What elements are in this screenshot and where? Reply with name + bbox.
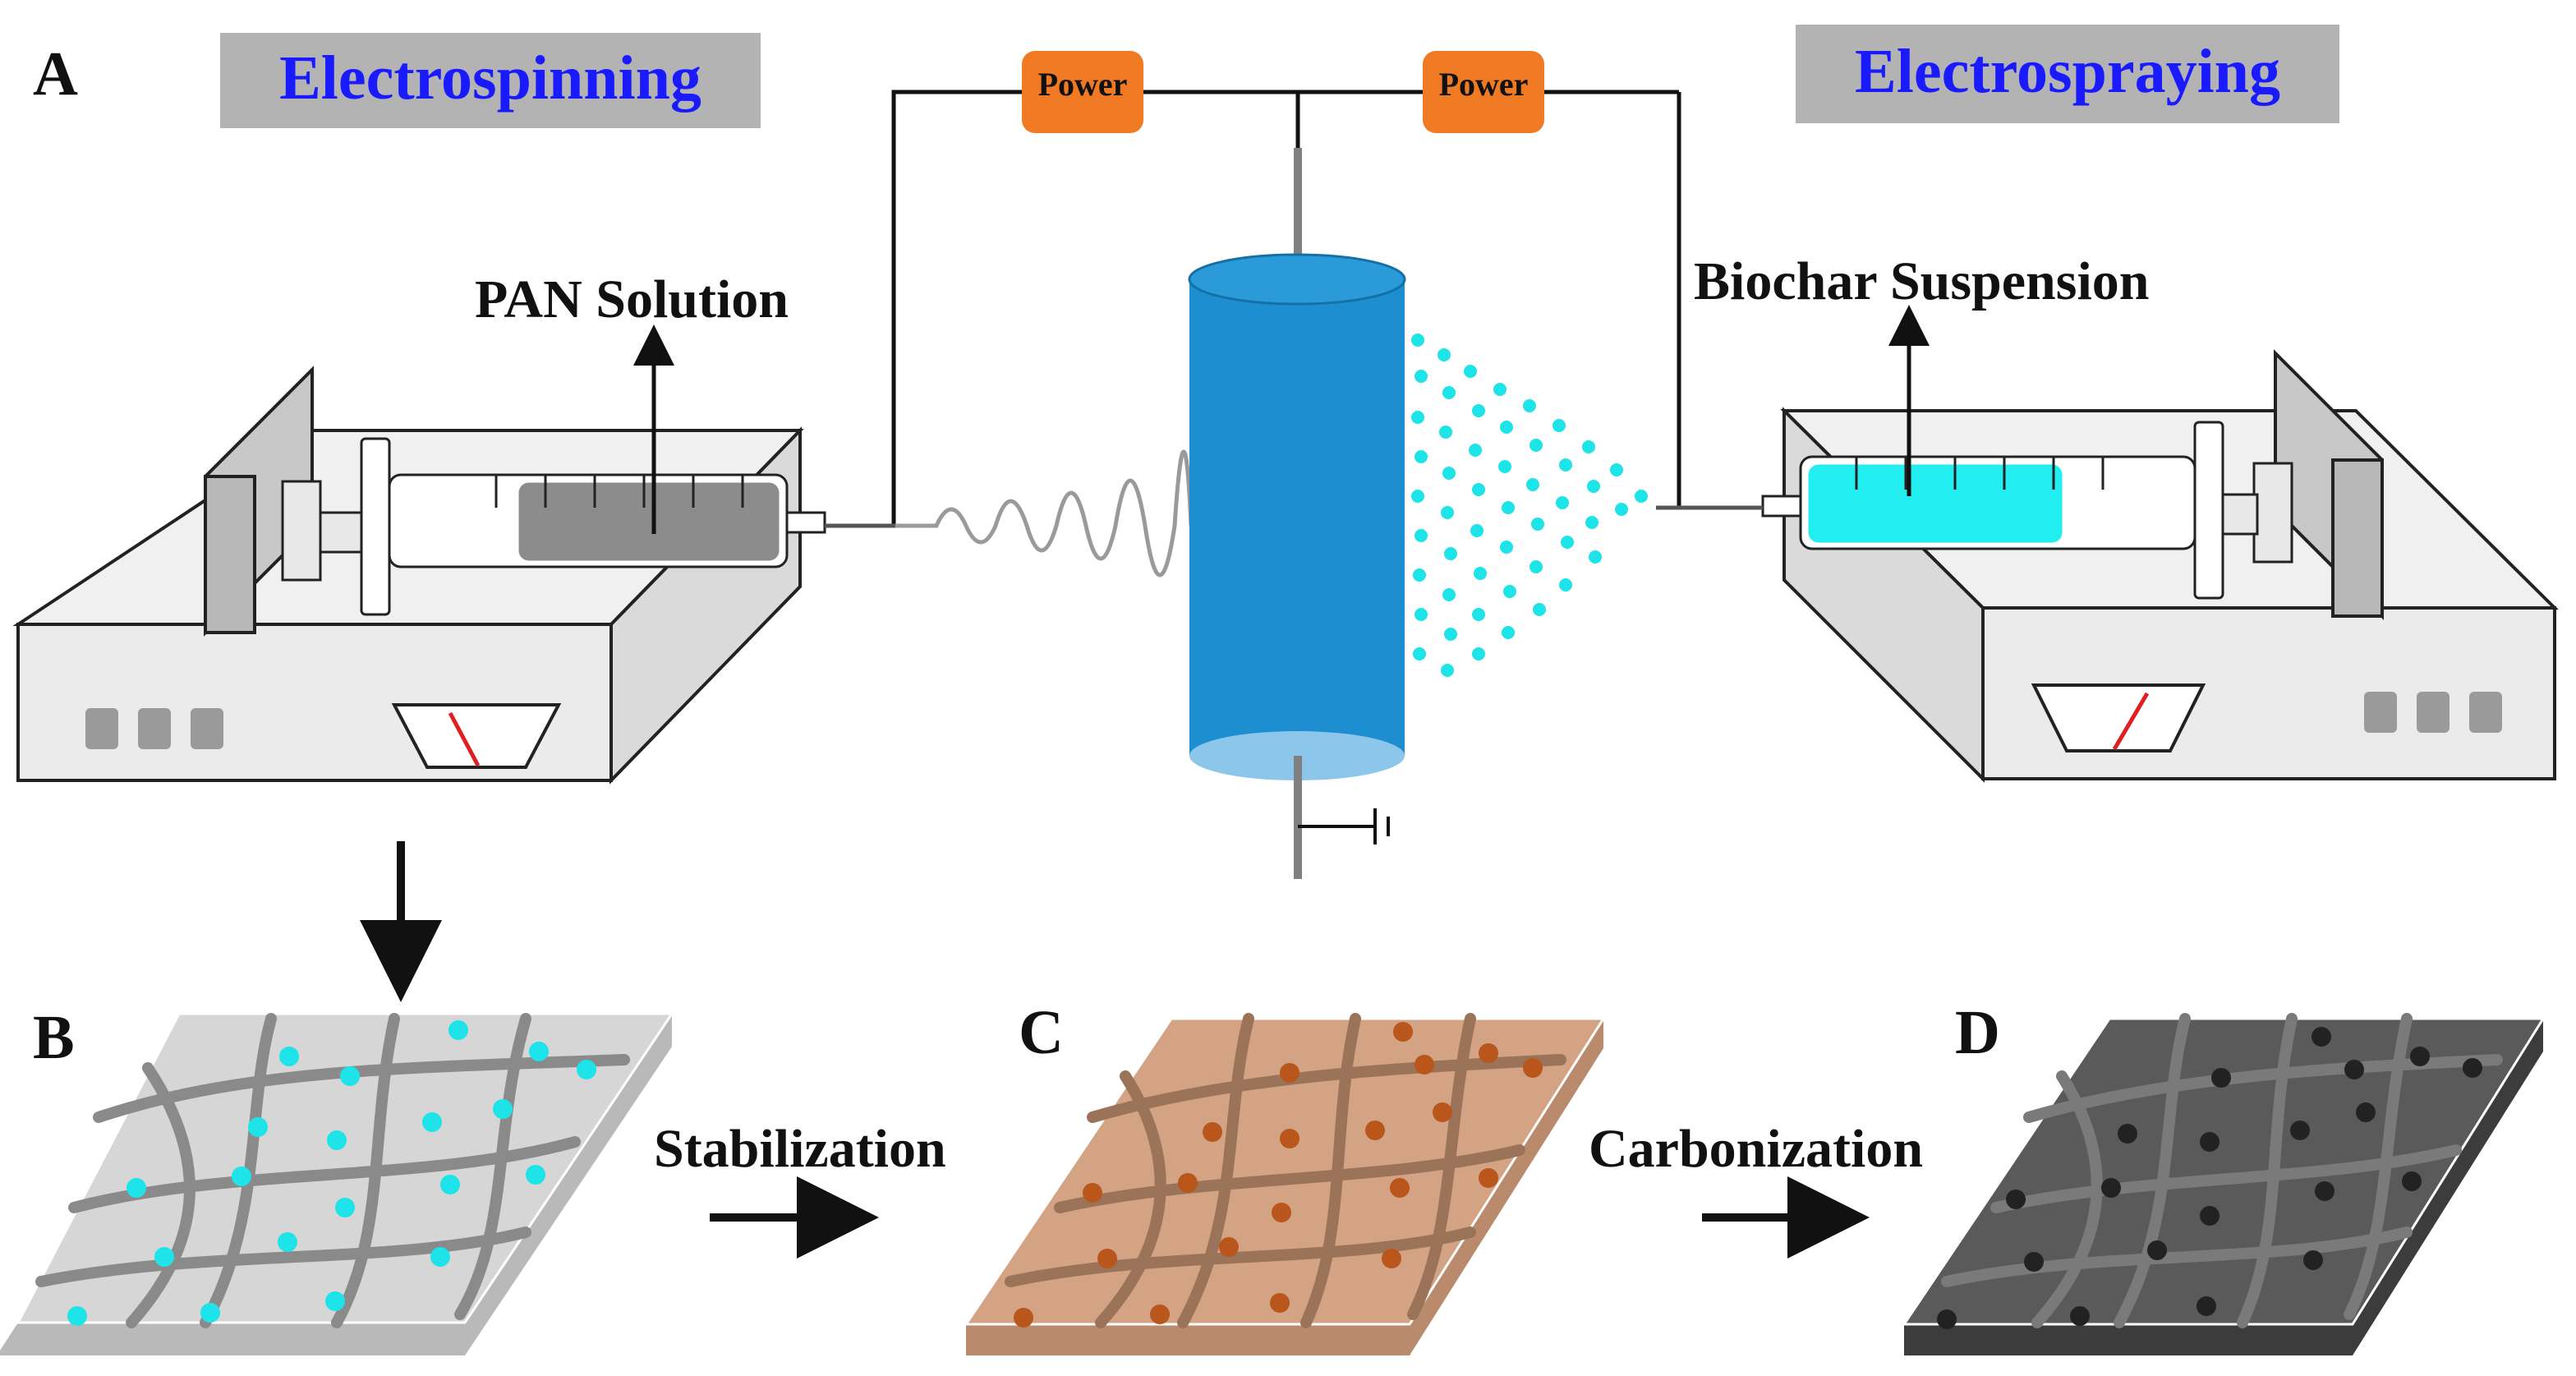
panel-label-d: D xyxy=(1955,998,2000,1067)
electrospray-droplets xyxy=(1411,334,1648,677)
pan-solution-label: PAN Solution xyxy=(475,269,789,329)
electrospraying-title: Electrospraying xyxy=(1855,37,2280,106)
panel-label-a: A xyxy=(33,39,78,108)
plunger-flange-left xyxy=(360,437,391,616)
power-label-left: Power xyxy=(1038,66,1128,103)
pump-button-left-3 xyxy=(191,708,223,749)
plunger-flange-right xyxy=(2193,421,2224,600)
electrospinning-title: Electrospinning xyxy=(279,44,702,113)
electrospraying-title-bg xyxy=(1796,25,2339,123)
panel-label-c: C xyxy=(1019,998,1064,1067)
power-supply-right: Power xyxy=(1423,51,1544,133)
syringe-tip-left xyxy=(785,511,826,534)
gauge-needle-right xyxy=(2112,692,2150,751)
electrospinning-jet xyxy=(895,449,1194,578)
power-label-right: Power xyxy=(1439,66,1529,103)
syringe-pump-right xyxy=(1656,349,2559,783)
biochar-suspension-liquid xyxy=(1806,462,2065,545)
pump-gauge-left xyxy=(391,703,562,769)
pump-button-right-3 xyxy=(2469,692,2502,733)
pump-button-right-2 xyxy=(2417,692,2450,733)
gauge-needle-left xyxy=(448,711,481,767)
carbonization-label: Carbonization xyxy=(1589,1119,1923,1179)
rotating-collector xyxy=(1188,148,1406,879)
pump-button-left-2 xyxy=(138,708,171,749)
pump-gauge-right xyxy=(2031,683,2206,752)
syringe-pump-left xyxy=(12,366,895,785)
panel-label-b: B xyxy=(33,1003,75,1072)
biochar-suspension-label: Biochar Suspension xyxy=(1694,251,2150,311)
stabilization-label: Stabilization xyxy=(654,1119,946,1179)
syringe-tip-right xyxy=(1761,495,1802,518)
power-supply-left: Power xyxy=(1022,51,1143,133)
fiber-mat-b xyxy=(0,1012,674,1355)
fiber-mat-d xyxy=(1902,1013,2546,1355)
fiber-mat-c xyxy=(964,1013,1606,1355)
pump-button-right-1 xyxy=(2364,692,2397,733)
pan-solution-liquid xyxy=(516,480,782,564)
pump-button-left-1 xyxy=(85,708,118,749)
electrospinning-title-bg xyxy=(220,33,761,128)
